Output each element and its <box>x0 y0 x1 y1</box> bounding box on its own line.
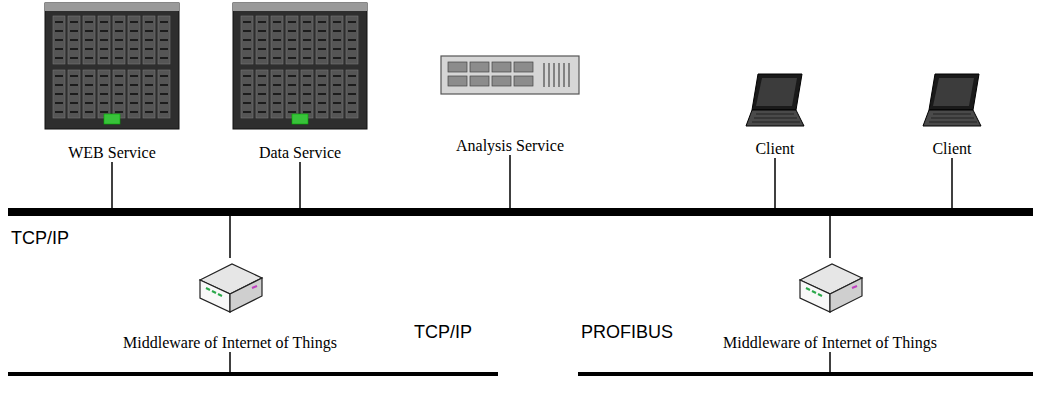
network-bus: TCP/IP <box>8 208 1033 216</box>
device-label: Middleware of Internet of Things <box>722 334 938 352</box>
laptop-keys <box>929 114 977 122</box>
blade-icon <box>44 2 180 130</box>
server-slots <box>53 16 170 118</box>
network-link <box>951 158 953 208</box>
router-light <box>852 286 857 288</box>
laptop-screen <box>929 74 979 110</box>
laptop-screen-glass <box>756 78 797 106</box>
network-label: TCP/IP <box>10 228 70 248</box>
laptop-base <box>923 110 981 126</box>
server-display <box>104 114 120 124</box>
laptop-screen <box>752 74 802 110</box>
network-link <box>229 216 231 258</box>
device-label: WEB Service <box>67 144 157 162</box>
network-device: Client <box>919 72 985 158</box>
server-top <box>233 3 367 11</box>
router-icon <box>794 258 866 318</box>
network-link <box>829 216 831 258</box>
laptop-base <box>746 110 804 126</box>
laptop-icon <box>744 72 806 130</box>
network-device: Client <box>742 72 808 158</box>
network-label: TCP/IP <box>413 322 473 342</box>
network-bus: TCP/IP <box>8 372 498 376</box>
network-device: Data Service <box>230 2 370 162</box>
network-label: PROFIBUS <box>580 322 674 342</box>
rack-body <box>441 56 579 94</box>
network-device: Middleware of Internet of Things <box>720 258 940 352</box>
router-side <box>230 278 262 312</box>
network-link <box>111 162 113 208</box>
network-device: Middleware of Internet of Things <box>120 258 340 352</box>
network-link <box>509 155 511 208</box>
network-device: Analysis Service <box>438 55 582 155</box>
network-link <box>774 158 776 208</box>
server-body <box>233 3 367 129</box>
server-display <box>292 114 308 124</box>
rack-icon <box>440 55 580 95</box>
laptop-icon <box>921 72 983 130</box>
network-device: WEB Service <box>42 2 182 162</box>
laptop-screen-glass <box>933 78 974 106</box>
router-icon <box>194 258 266 318</box>
server-slots <box>241 16 358 118</box>
server-body <box>45 3 179 129</box>
router-side <box>830 278 862 312</box>
router-lights <box>806 288 822 296</box>
device-label: Middleware of Internet of Things <box>122 334 338 352</box>
network-link <box>229 352 231 372</box>
network-link <box>829 352 831 372</box>
router-light <box>252 286 257 288</box>
server-top <box>45 3 179 11</box>
router-front <box>800 280 830 312</box>
router-lights <box>206 288 222 296</box>
network-link <box>299 162 301 208</box>
device-label: Analysis Service <box>455 137 565 155</box>
device-label: Data Service <box>258 144 342 162</box>
laptop-keys <box>752 114 800 122</box>
network-bus: PROFIBUS <box>578 372 1033 376</box>
router-front <box>200 280 230 312</box>
device-label: Client <box>754 140 795 158</box>
rack-bays <box>448 62 569 87</box>
device-label: Client <box>931 140 972 158</box>
blade-icon <box>232 2 368 130</box>
